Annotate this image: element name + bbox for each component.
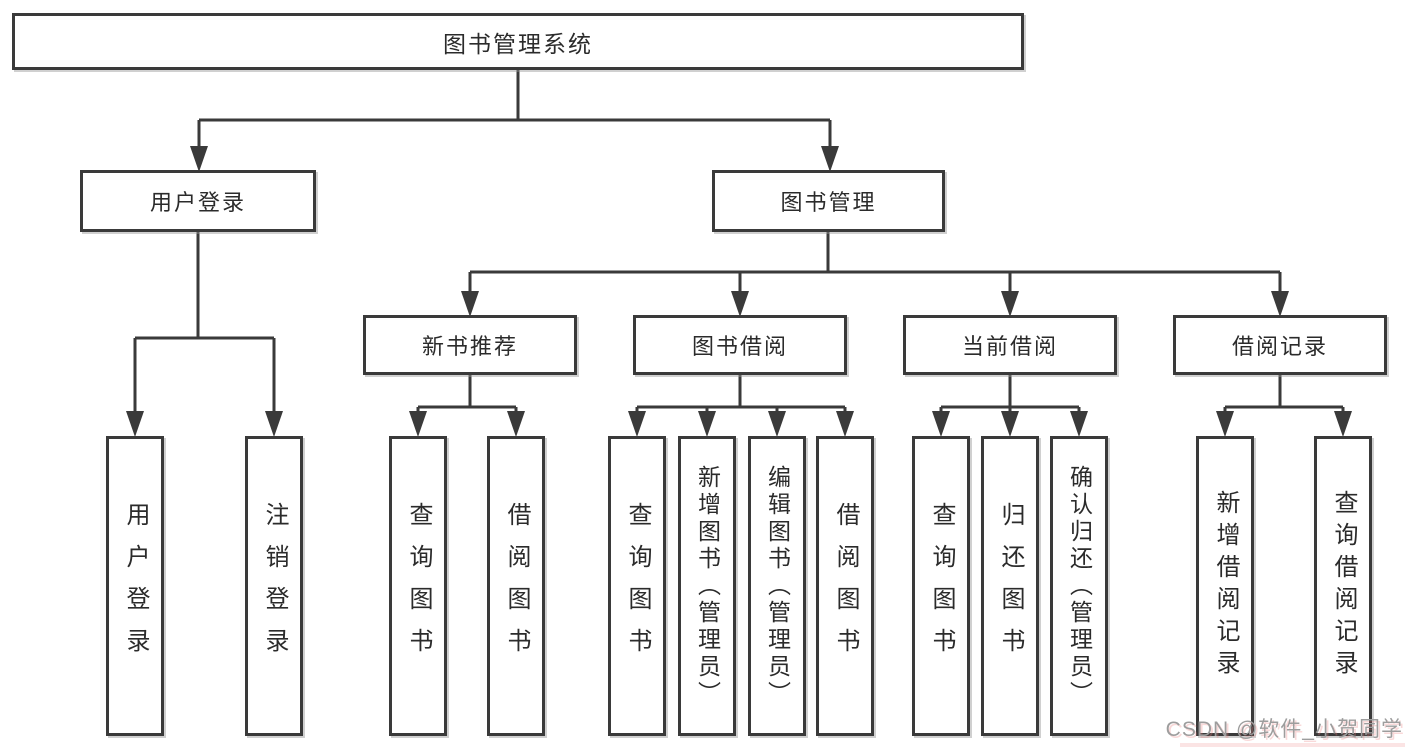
node-book-management: 图书管理 [712, 170, 945, 232]
node-label: 新书推荐 [421, 334, 518, 359]
node-borrow-records: 借阅记录 [1173, 315, 1387, 375]
leaf-label: 查询图书 [928, 502, 955, 670]
connector-current-borrow-to-leaves [932, 375, 1088, 437]
leaf-bb-query-books: 查询图书 [608, 436, 666, 736]
watermark-tint-strip [1180, 743, 1405, 747]
leaf-user-login: 用户登录 [106, 436, 164, 736]
node-label: 图书借阅 [691, 334, 788, 359]
leaf-label: 归还图书 [997, 502, 1024, 670]
node-root-system: 图书管理系统 [12, 13, 1024, 70]
connector-user-login-to-leaves [126, 232, 283, 437]
leaf-label: 新增借阅记录 [1212, 490, 1239, 682]
node-label: 用户登录 [149, 190, 246, 215]
leaf-label: 新增图书（管理员） [694, 464, 721, 708]
node-book-borrow: 图书借阅 [633, 315, 847, 375]
node-label: 图书管理系统 [443, 30, 593, 57]
connector-root-to-level2 [190, 70, 839, 172]
leaf-label: 查询借阅记录 [1330, 490, 1357, 682]
node-label: 图书管理 [780, 190, 877, 215]
leaf-label: 借阅图书 [832, 502, 859, 670]
leaf-label: 借阅图书 [503, 502, 530, 670]
leaf-label: 查询图书 [624, 502, 651, 670]
csdn-watermark: CSDN @软件_小贺同学 [1165, 718, 1403, 741]
leaf-bb-borrow-books: 借阅图书 [816, 436, 874, 736]
leaf-logout: 注销登录 [245, 436, 303, 736]
node-new-book-recommend: 新书推荐 [363, 315, 577, 375]
leaf-br-query-record: 查询借阅记录 [1314, 436, 1372, 736]
leaf-label: 用户登录 [122, 502, 149, 670]
leaf-label: 确认归还（管理员） [1066, 464, 1093, 708]
leaf-label: 编辑图书（管理员） [764, 464, 791, 708]
leaf-nb-query-books: 查询图书 [389, 436, 447, 736]
leaf-label: 查询图书 [405, 502, 432, 670]
node-label: 当前借阅 [961, 334, 1058, 359]
leaf-cb-confirm-return-admin: 确认归还（管理员） [1050, 436, 1108, 736]
connector-borrow-record-to-leaves [1216, 375, 1352, 437]
connector-book-borrow-to-leaves [628, 375, 854, 437]
leaf-nb-borrow-books: 借阅图书 [487, 436, 545, 736]
connector-book-mgmt-to-level3 [461, 232, 1289, 317]
connector-new-book-to-leaves [409, 375, 525, 437]
leaf-bb-edit-book-admin: 编辑图书（管理员） [748, 436, 806, 736]
leaf-cb-query-books: 查询图书 [912, 436, 970, 736]
leaf-label: 注销登录 [261, 502, 288, 670]
node-label: 借阅记录 [1231, 334, 1328, 359]
leaf-cb-return-books: 归还图书 [981, 436, 1039, 736]
leaf-br-add-record: 新增借阅记录 [1196, 436, 1254, 736]
node-user-login: 用户登录 [80, 170, 316, 232]
leaf-bb-add-book-admin: 新增图书（管理员） [678, 436, 736, 736]
node-current-borrow: 当前借阅 [903, 315, 1117, 375]
